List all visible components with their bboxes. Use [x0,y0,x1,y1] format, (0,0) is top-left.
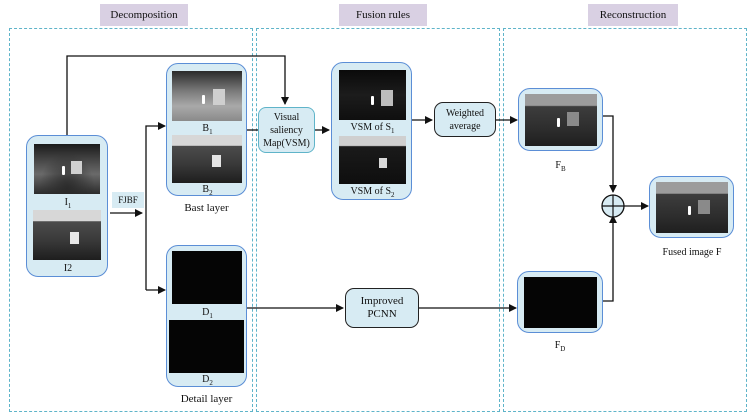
arrow-to-base [145,122,166,290]
input-images-panel: I1 I2 [26,135,108,277]
detail-image-d2 [169,320,244,373]
caption-vsm-s2: VSM of S2 [350,186,395,199]
stage-box-fusion-rules [256,28,500,412]
caption-b2: B2 [202,184,213,197]
caption-vsm-s1: VSM of S1 [350,122,395,135]
fjbf-filter-label: FJBF [112,192,144,208]
base-layer-title: Bast layer [184,202,229,214]
caption-fb: FB [555,160,566,173]
visual-saliency-map-node: Visual saliency Map(VSM) [258,107,315,153]
stage-label-reconstruction: Reconstruction [588,4,678,26]
caption-fused-image: Fused image F [662,247,722,258]
stage-label-fusion-rules: Fusion rules [339,4,427,26]
sum-circled-plus-icon [601,194,625,218]
arrow-input-to-vsm [66,55,289,135]
visible-image-i2 [33,210,101,260]
caption-d2: D2 [202,374,213,387]
detail-layer-panel: D1 D2 [166,245,247,387]
fused-image-panel [649,176,734,238]
fused-image-f [656,182,728,233]
vsm-image-s2 [339,136,406,184]
stage-box-reconstruction [503,28,747,412]
caption-b1: B1 [202,123,213,136]
infrared-image-i1 [34,144,100,194]
fused-detail-image [524,277,597,328]
improved-pcnn-node: Improved PCNN [345,288,419,328]
base-image-b2 [172,135,242,183]
caption-fd: FD [554,340,566,353]
stage-label-decomposition: Decomposition [100,4,188,26]
weighted-average-node: Weighted average [434,102,496,137]
arrow-fd-to-sum [603,215,617,302]
base-image-b1 [172,71,242,121]
stage-box-decomposition [9,28,253,412]
detail-image-d1 [172,251,242,304]
caption-d1: D1 [202,307,213,320]
fused-base-image [525,94,597,146]
fused-base-panel [518,88,603,151]
caption-i1: I1 [64,197,72,210]
caption-i2: I2 [63,263,73,274]
fused-detail-panel [517,271,603,333]
base-layer-panel: B1 B2 [166,63,247,197]
detail-layer-title: Detail layer [180,393,233,405]
vsm-image-s1 [339,70,406,120]
arrow-fb-to-sum [603,115,617,193]
vsm-maps-panel: VSM of S1 VSM of S2 [331,62,412,200]
